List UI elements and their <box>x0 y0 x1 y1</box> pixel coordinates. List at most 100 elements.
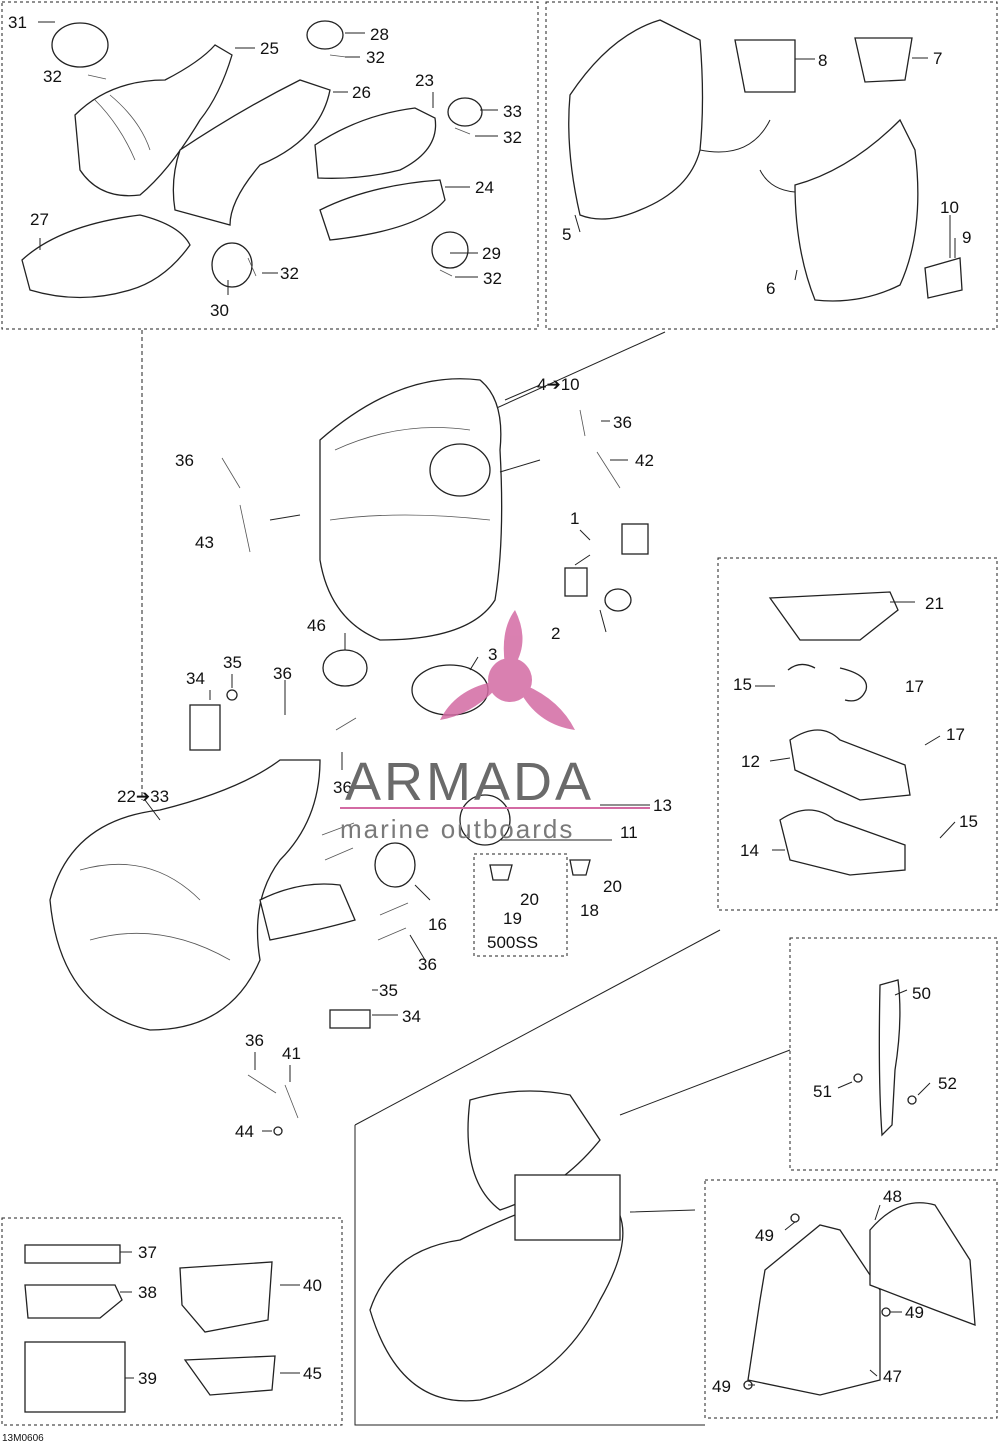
pad-39 <box>24 1341 126 1413</box>
springs-32 <box>87 54 471 277</box>
callout-34: 34 <box>186 669 205 688</box>
callout-2: 2 <box>551 624 560 643</box>
box-500ss <box>473 853 568 957</box>
callout-44: 44 <box>235 1122 254 1141</box>
callout-46: 46 <box>307 616 326 635</box>
kit-label-500ss: 500SS <box>487 933 538 952</box>
heat-shield-6 <box>794 118 919 302</box>
nut-44 <box>273 1126 283 1136</box>
callout-43: 43 <box>195 533 214 552</box>
callout-18: 18 <box>580 901 599 920</box>
callout-49: 49 <box>905 1303 924 1322</box>
nut-35a <box>226 689 238 701</box>
damper-2 <box>604 588 632 612</box>
callout-12: 12 <box>741 752 760 771</box>
callout-14: 14 <box>740 841 759 860</box>
callout-15: 15 <box>959 812 978 831</box>
gasket-27 <box>21 214 191 299</box>
box-bottom-left <box>1 1217 343 1426</box>
callout-49: 49 <box>755 1226 774 1245</box>
springs-36 <box>221 409 586 1094</box>
callout-22-33: 22➔33 <box>117 787 169 806</box>
callout-20: 20 <box>520 890 539 909</box>
grommet-1b <box>621 523 649 555</box>
clamp-28 <box>306 20 344 50</box>
callout-7: 7 <box>933 49 942 68</box>
tuned-pipe-22-33 <box>49 759 321 1031</box>
pipe-installed-view <box>369 1199 624 1402</box>
callout-labels: 31 32 25 28 32 26 23 33 32 24 27 29 32 3… <box>2 13 978 1444</box>
callout-13: 13 <box>653 796 672 815</box>
callout-36: 36 <box>175 451 194 470</box>
callout-37: 37 <box>138 1243 157 1262</box>
screw-49b <box>881 1307 891 1317</box>
callout-31: 31 <box>8 13 27 32</box>
bracket-9 <box>924 257 963 299</box>
right-middle-parts <box>768 591 911 876</box>
plate-7 <box>854 37 913 83</box>
callout-4-10: 4➔10 <box>537 375 580 394</box>
pad-40 <box>179 1261 273 1333</box>
hooks-41-42-43 <box>239 451 621 1119</box>
bracket-34a <box>189 704 221 751</box>
bottom-left-parts <box>24 1244 276 1413</box>
callout-35: 35 <box>379 981 398 1000</box>
pad-38 <box>24 1284 123 1319</box>
callout-48: 48 <box>883 1187 902 1206</box>
callout-30: 30 <box>210 301 229 320</box>
callout-34: 34 <box>402 1007 421 1026</box>
callout-32: 32 <box>483 269 502 288</box>
callout-6: 6 <box>766 279 775 298</box>
callout-23: 23 <box>415 71 434 90</box>
callout-35: 35 <box>223 653 242 672</box>
box-bottom-right <box>704 1179 998 1419</box>
callout-20: 20 <box>603 877 622 896</box>
ring-46 <box>322 649 368 687</box>
callout-36: 36 <box>613 413 632 432</box>
callout-24: 24 <box>475 178 494 197</box>
callout-32: 32 <box>43 67 62 86</box>
callout-41: 41 <box>282 1044 301 1063</box>
callout-26: 26 <box>352 83 371 102</box>
callout-3: 3 <box>488 645 497 664</box>
bracket-47 <box>747 1224 881 1396</box>
pad-37 <box>24 1244 121 1264</box>
callout-51: 51 <box>813 1082 832 1101</box>
callout-16: 16 <box>428 915 447 934</box>
clamp-29 <box>431 231 469 269</box>
callout-50: 50 <box>912 984 931 1003</box>
callout-40: 40 <box>303 1276 322 1295</box>
callout-38: 38 <box>138 1283 157 1302</box>
callout-36: 36 <box>333 778 352 797</box>
box-right-lower <box>789 937 998 1171</box>
bracket-installed-view <box>514 1174 621 1241</box>
right-lower-parts <box>853 979 917 1137</box>
callout-32: 32 <box>366 48 385 67</box>
nut-52 <box>907 1095 917 1105</box>
box-top-left <box>1 1 539 330</box>
callout-5: 5 <box>562 225 571 244</box>
callout-27: 27 <box>30 210 49 229</box>
box-bottom-center-slant <box>354 929 721 1126</box>
watermark-title: ARMADA <box>345 752 594 812</box>
callout-1: 1 <box>570 509 579 528</box>
callout-15: 15 <box>733 675 752 694</box>
ring-16 <box>374 842 416 888</box>
muffler-outlet <box>429 443 491 497</box>
callout-36: 36 <box>273 664 292 683</box>
diagram-code: 13M0606 <box>2 1433 44 1444</box>
callout-32: 32 <box>280 264 299 283</box>
plate-8 <box>734 39 796 93</box>
callout-47: 47 <box>883 1367 902 1386</box>
box-right-middle <box>717 557 998 911</box>
clamp-33 <box>447 97 483 127</box>
pad-45 <box>183 1355 276 1396</box>
connector-top <box>469 331 666 421</box>
grommet-1a <box>564 567 588 597</box>
silencer-shell-25 <box>74 44 233 197</box>
top-left-parts <box>21 20 483 299</box>
callout-10: 10 <box>940 198 959 217</box>
callout-33: 33 <box>503 102 522 121</box>
callout-28: 28 <box>370 25 389 44</box>
